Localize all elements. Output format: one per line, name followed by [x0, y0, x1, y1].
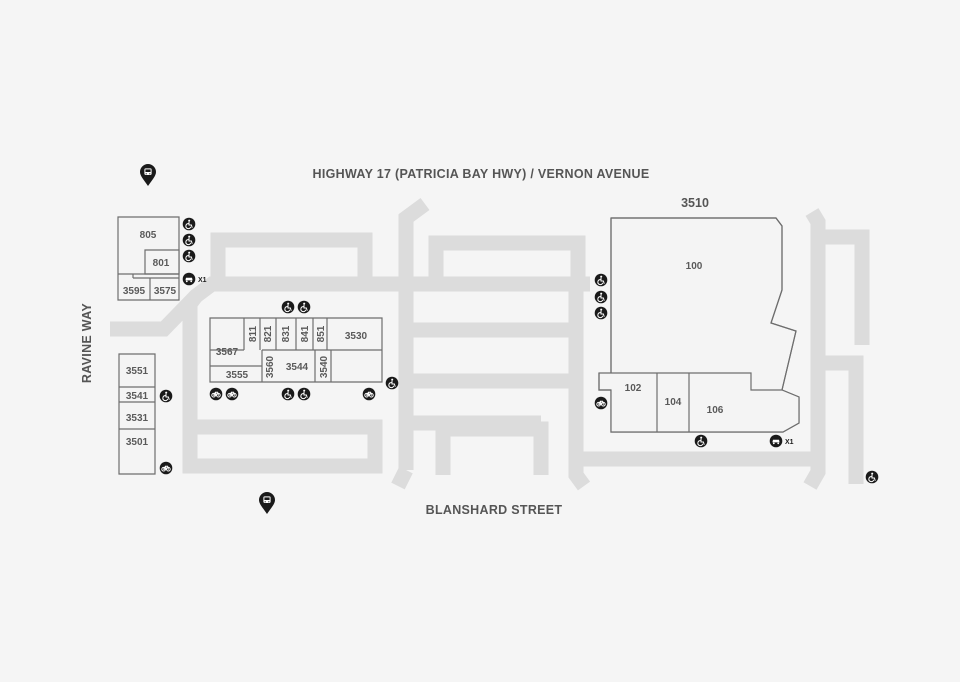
accessible-parking-icon[interactable]	[594, 273, 608, 287]
unit-labels: 805 801 3595 3575 3551 3541 3531 3501 35…	[123, 230, 724, 448]
bike-parking-icon[interactable]	[594, 396, 608, 410]
street-north-label: HIGHWAY 17 (PATRICIA BAY HWY) / VERNON A…	[313, 167, 650, 181]
accessible-parking-icon[interactable]	[865, 470, 879, 484]
street-west-label: RAVINE WAY	[80, 303, 94, 383]
unit-801: 801	[153, 258, 170, 269]
accessible-parking-icon[interactable]	[182, 249, 196, 263]
unit-104: 104	[665, 397, 682, 408]
road-far-east	[805, 208, 826, 459]
accessible-parking-icon[interactable]	[694, 434, 708, 448]
unit-3575: 3575	[154, 286, 177, 297]
unit-3567: 3567	[216, 347, 239, 358]
building-central	[209, 317, 383, 383]
road-south-east	[576, 451, 826, 490]
accessible-parking-icon[interactable]	[281, 300, 295, 314]
unit-100: 100	[686, 261, 703, 272]
building-3510	[598, 217, 800, 433]
road-far-east-stub	[825, 355, 864, 484]
unit-811: 811	[248, 325, 259, 342]
accessible-parking-icon[interactable]	[182, 217, 196, 231]
accessible-parking-icon[interactable]	[594, 306, 608, 320]
ev-charging-icon[interactable]	[182, 272, 196, 286]
unit-3595: 3595	[123, 286, 146, 297]
road-north-loop-east	[428, 235, 586, 290]
unit-3540: 3540	[319, 355, 330, 378]
unit-805: 805	[140, 230, 157, 241]
bike-parking-icon[interactable]	[209, 387, 223, 401]
road-north-loop-west	[210, 232, 373, 284]
road-east-aisle	[568, 284, 591, 491]
bike-parking-icon[interactable]	[225, 387, 239, 401]
unit-3560: 3560	[265, 355, 276, 378]
roads	[110, 197, 870, 491]
ev-count-east: X1	[785, 439, 794, 446]
building-3510-label: 3510	[681, 196, 709, 210]
ev-charging-icon[interactable]	[769, 434, 783, 448]
bike-parking-icon[interactable]	[362, 387, 376, 401]
accessible-parking-icon[interactable]	[594, 290, 608, 304]
unit-102: 102	[625, 383, 642, 394]
transit-stop-icon[interactable]	[259, 492, 275, 514]
transit-stop-icon[interactable]	[140, 164, 156, 186]
building-805	[117, 216, 180, 301]
accessible-parking-icon[interactable]	[297, 300, 311, 314]
unit-3555: 3555	[226, 370, 249, 381]
road-south-exit	[391, 466, 413, 490]
building-3551	[118, 353, 156, 475]
unit-3501: 3501	[126, 437, 149, 448]
unit-841: 841	[300, 325, 311, 342]
unit-851: 851	[316, 325, 327, 342]
ev-count-west: X1	[198, 277, 207, 284]
unit-3541: 3541	[126, 391, 149, 402]
unit-3544: 3544	[286, 362, 309, 373]
unit-3531: 3531	[126, 413, 149, 424]
accessible-parking-icon[interactable]	[281, 387, 295, 401]
road-south-loop	[435, 421, 549, 475]
ev-charging-west[interactable]: X1	[182, 272, 207, 286]
accessible-parking-icon[interactable]	[182, 233, 196, 247]
street-south-label: BLANSHARD STREET	[426, 503, 563, 517]
accessible-parking-icon[interactable]	[159, 389, 173, 403]
unit-3530: 3530	[345, 331, 368, 342]
unit-106: 106	[707, 405, 724, 416]
accessible-parking-icon[interactable]	[385, 376, 399, 390]
unit-821: 821	[263, 325, 274, 342]
accessible-parking-icon[interactable]	[297, 387, 311, 401]
bike-parking-icon[interactable]	[159, 461, 173, 475]
road-west-loop	[182, 291, 383, 474]
road-far-east-loop	[825, 229, 870, 345]
ev-charging-east[interactable]: X1	[769, 434, 794, 448]
unit-3551: 3551	[126, 366, 149, 377]
unit-831: 831	[281, 325, 292, 342]
